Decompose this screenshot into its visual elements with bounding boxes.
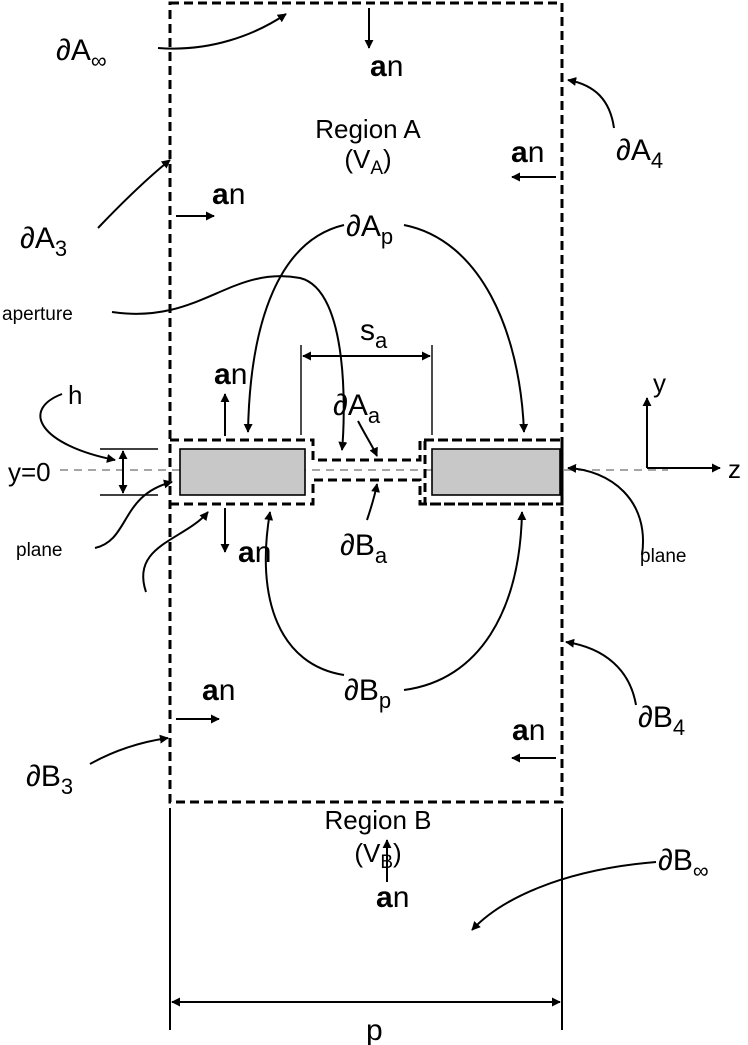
label-dAa: ∂Aa [333,389,381,428]
region-b-volume: (VB) [354,838,401,873]
label-dA4: ∂A4 [616,134,663,173]
label-dA3: ∂A3 [20,222,67,261]
label-sa: sa [360,314,388,353]
leader-dA4 [567,77,615,129]
leader-dB-inf [471,861,657,931]
region-a-volume: (VA) [344,144,391,179]
an-label-up-plate: an [214,358,247,391]
leader-dAa [357,420,378,457]
domain-boundary [168,1,564,804]
leader-dA3 [97,159,171,229]
an-label-right-a: an [511,136,544,169]
axis-y-label: y [653,368,666,398]
leader-plane-lower [142,511,209,593]
leader-dAp-left [243,224,345,433]
left-plane-plate [179,448,306,496]
label-dBp: ∂Bp [344,674,391,713]
an-label-down-plate: an [238,536,271,569]
leader-plane-right [567,463,645,556]
leader-aperture [111,275,348,451]
an-label-top: an [370,50,403,83]
label-dAp: ∂Ap [346,210,393,249]
leader-plane-left [94,479,173,549]
right-plane-plate [431,448,561,496]
leader-dBa [366,483,380,521]
leader-h [39,393,116,463]
label-dBa: ∂Ba [340,529,388,568]
leader-dA-inf [157,13,287,50]
label-dB3: ∂B3 [26,760,73,799]
label-plane-left: plane [16,540,63,561]
leader-dBp-left [264,511,345,676]
label-dB4: ∂B4 [638,701,685,740]
an-label-left-b: an [202,674,235,707]
leader-dB3 [89,734,169,765]
label-y0: y=0 [8,457,51,487]
region-b-name: Region B [325,805,432,835]
leader-dAp-right [403,224,529,433]
label-aperture: aperture [2,304,73,325]
boundary-right-plate [423,438,564,506]
boundary-dBp-left [170,478,562,506]
an-label-right-b: an [512,714,545,747]
label-dA-inf: ∂A∞ [56,34,107,73]
an-label-left-a: an [212,178,245,211]
region-a-name: Region A [315,114,421,144]
axis-z-label: z [728,454,741,484]
leader-dB4 [565,638,637,706]
label-dB-inf: ∂B∞ [658,844,709,883]
label-p: p [366,1014,383,1045]
an-label-bottom: an [376,881,409,914]
label-h: h [68,380,82,410]
label-plane-right: plane [640,546,687,567]
leader-dBp-right [403,511,527,691]
